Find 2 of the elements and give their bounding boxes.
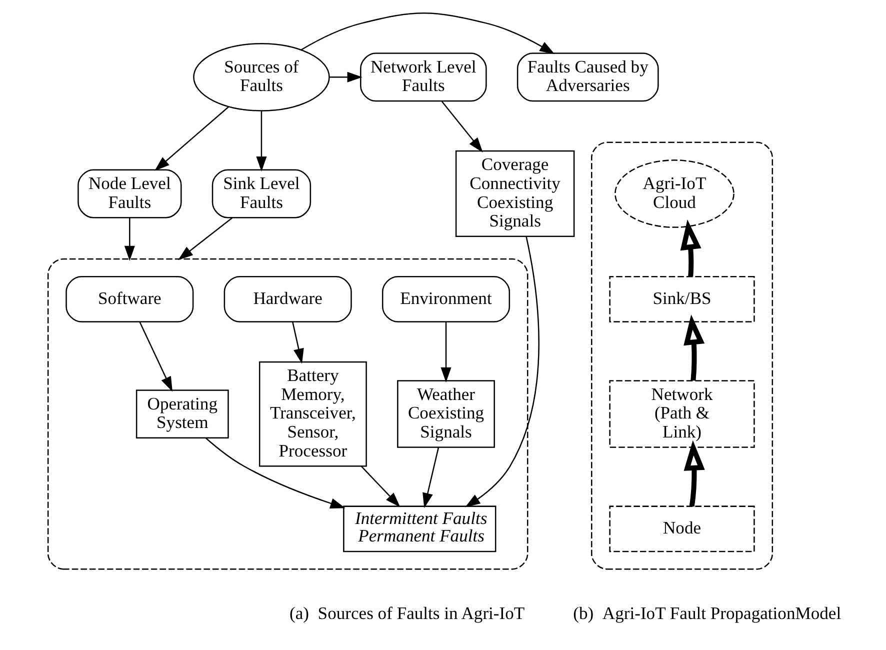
- label: (a) Sources of Faults in Agri-IoT: [289, 602, 524, 623]
- label: (b) Agri-IoT Fault PropagationModel: [572, 602, 841, 623]
